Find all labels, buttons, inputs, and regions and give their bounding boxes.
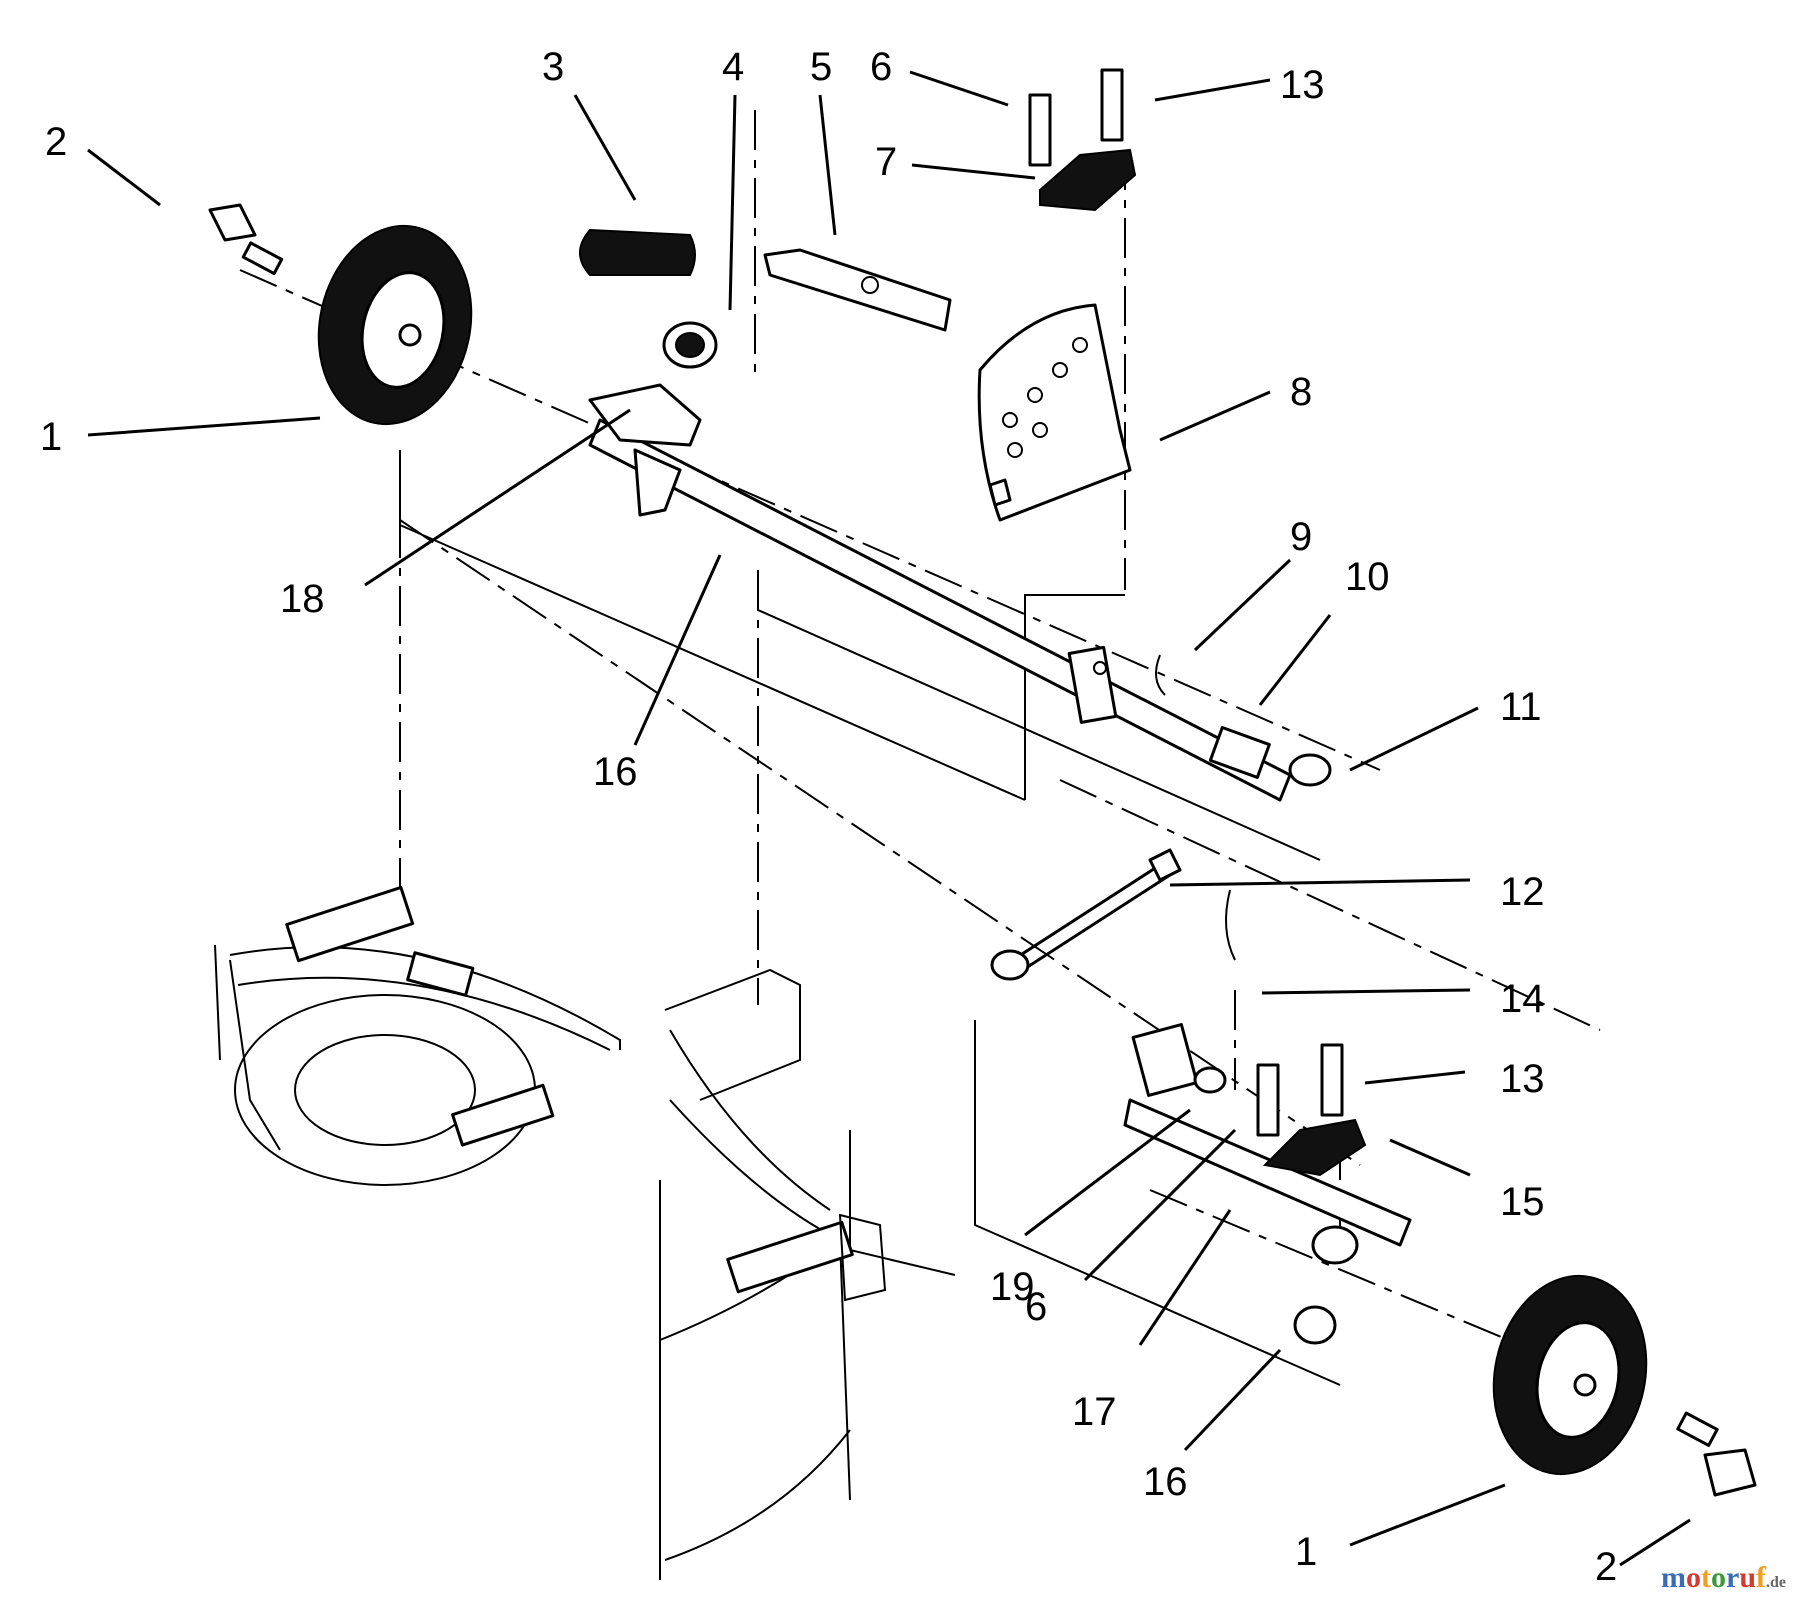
callout-6-bottom: 6: [1025, 1285, 1047, 1329]
leader-lines: [87, 70, 1691, 1567]
callout-5: 5: [810, 45, 832, 89]
link-rod: [990, 848, 1182, 981]
callout-17: 17: [1072, 1390, 1117, 1434]
callout-7: 7: [875, 140, 897, 184]
grip: [579, 228, 696, 276]
callout-2-top: 2: [45, 120, 67, 164]
axle-tube: [588, 383, 1292, 802]
callout-2-bottom: 2: [1595, 1545, 1617, 1589]
callout-9: 9: [1290, 515, 1312, 559]
callout-13-top: 13: [1280, 63, 1325, 107]
callout-1-bottom: 1: [1295, 1530, 1317, 1574]
callout-12: 12: [1500, 870, 1545, 914]
callout-13-bottom: 13: [1500, 1057, 1545, 1101]
wheel-bottom: [1492, 1274, 1648, 1476]
axle-bolt-top: [208, 203, 284, 276]
callout-8: 8: [1290, 370, 1312, 414]
watermark-tld: .de: [1766, 1574, 1786, 1591]
callout-18: 18: [280, 577, 325, 621]
callout-10: 10: [1345, 555, 1390, 599]
callout-11: 11: [1500, 685, 1542, 729]
callout-4: 4: [722, 45, 744, 89]
mower-deck: [214, 885, 887, 1580]
wheel-top: [317, 224, 473, 426]
callout-labels: 1 1 2 2 3 4 5 6 6 7 8 9 10 11 12 13 13 1…: [40, 45, 1617, 1589]
axle-bottom: [1123, 1023, 1412, 1345]
callout-19: 19: [990, 1265, 1035, 1309]
adjuster-plate: [977, 303, 1132, 522]
axle-bolt-bottom: [1676, 1411, 1757, 1497]
callout-16-bottom: 16: [1143, 1460, 1188, 1504]
spring-knob: [662, 321, 718, 369]
callout-16-top: 16: [593, 750, 638, 794]
lever: [763, 248, 952, 332]
watermark-logo: motoruf.de: [1660, 1561, 1786, 1594]
pins-clips: [1155, 654, 1332, 961]
callout-1-top: 1: [40, 415, 62, 459]
clamp-top: [1028, 68, 1137, 212]
callout-6-top: 6: [870, 45, 892, 89]
callout-15: 15: [1500, 1180, 1545, 1224]
callout-14: 14: [1500, 977, 1545, 1021]
callout-3: 3: [542, 45, 564, 89]
